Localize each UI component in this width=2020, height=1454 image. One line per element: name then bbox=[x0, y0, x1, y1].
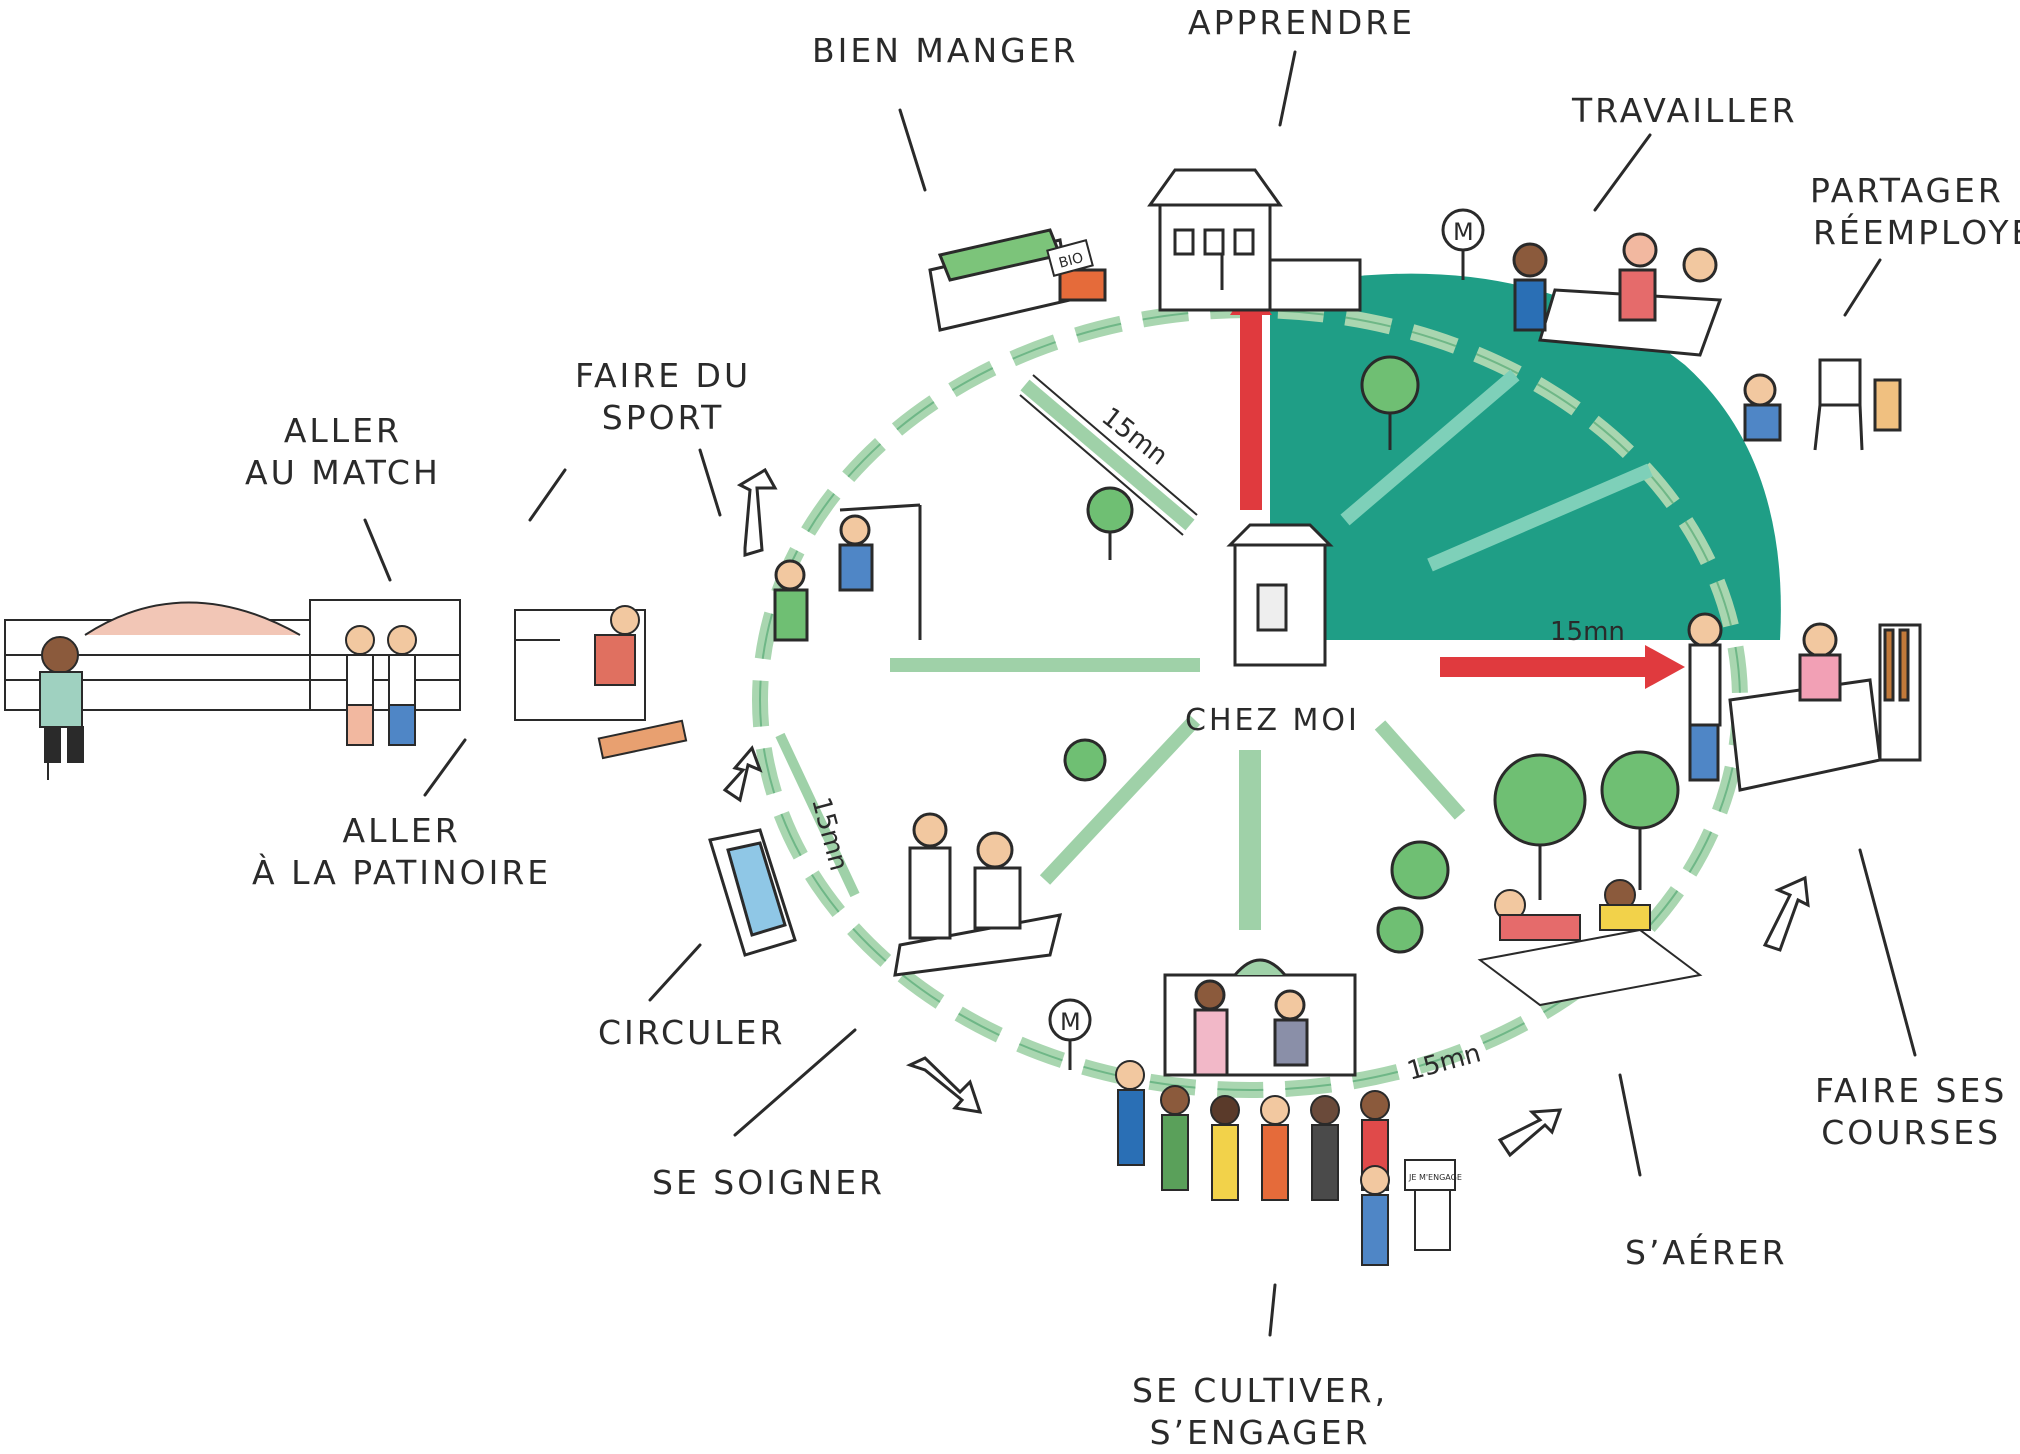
radial-streets bbox=[775, 369, 1653, 930]
label-faire-du-sport-line1: FAIRE DU bbox=[575, 356, 752, 395]
market-stall bbox=[928, 228, 1107, 332]
leader-lines bbox=[363, 50, 1917, 1337]
label-aller-patinoire-line2: À LA PATINOIRE bbox=[252, 853, 552, 892]
bakery-stall bbox=[1687, 612, 1922, 792]
skate-park bbox=[514, 605, 688, 760]
label-faire-ses-courses-line1: FAIRE SES bbox=[1815, 1071, 2008, 1110]
sport-figures bbox=[773, 503, 922, 642]
engage-sign-label: JE M'ENGAGE bbox=[1408, 1173, 1462, 1182]
double-arrows bbox=[722, 467, 1810, 1158]
label-s-aerer: S’AÉRER bbox=[1625, 1232, 1788, 1274]
metro-sign-top bbox=[1441, 208, 1485, 280]
label-se-soigner-line1: SE SOIGNER bbox=[652, 1163, 885, 1202]
metro-sign-top-label: M bbox=[1453, 218, 1474, 246]
label-bien-manger-line1: BIEN MANGER bbox=[812, 31, 1079, 70]
metro-sign-bottom-label: M bbox=[1060, 1008, 1081, 1036]
duration-bottom: 15mn bbox=[1404, 1038, 1484, 1086]
label-faire-du-sport: FAIRE DU SPORT bbox=[575, 355, 751, 439]
red-arrow-right bbox=[1440, 645, 1685, 689]
chez-moi-label: CHEZ MOI bbox=[1185, 703, 1360, 738]
label-travailler-line1: TRAVAILLER bbox=[1572, 91, 1798, 130]
label-faire-ses-courses: FAIRE SES COURSES bbox=[1815, 1070, 2007, 1154]
bio-sign bbox=[1046, 239, 1094, 277]
duration-left: 15mn bbox=[805, 794, 853, 874]
label-partager-line2: RÉEMPLOYER bbox=[1813, 213, 2020, 252]
kids bbox=[345, 625, 417, 746]
crowd bbox=[1115, 1060, 1390, 1266]
bike-lane-strip bbox=[708, 828, 797, 957]
label-partager-line1: PARTAGER ET bbox=[1810, 171, 2020, 210]
label-aller-au-match: ALLER AU MATCH bbox=[245, 410, 441, 494]
label-faire-ses-courses-line2: COURSES bbox=[1821, 1113, 2002, 1152]
label-bien-manger: BIEN MANGER bbox=[812, 30, 1078, 72]
metro-sign-bottom bbox=[1048, 998, 1092, 1070]
label-circuler: CIRCULER bbox=[598, 1012, 785, 1054]
reuse-furniture bbox=[1743, 358, 1902, 451]
label-aller-au-match-line2: AU MATCH bbox=[245, 453, 441, 492]
label-apprendre-line1: APPRENDRE bbox=[1188, 3, 1416, 42]
label-se-cultiver: SE CULTIVER, S’ENGAGER bbox=[1132, 1370, 1388, 1454]
label-s-aerer-line1: S’AÉRER bbox=[1625, 1233, 1788, 1272]
label-circuler-line1: CIRCULER bbox=[598, 1013, 786, 1052]
hockey-player bbox=[39, 636, 84, 780]
engage-ballot-box bbox=[1404, 1159, 1456, 1251]
duration-right: 15mn bbox=[1550, 617, 1625, 647]
bio-sign-label: BIO bbox=[1057, 250, 1085, 272]
park-trees bbox=[1063, 355, 1680, 954]
label-aller-patinoire-line1: ALLER bbox=[342, 811, 461, 850]
picnic-blanket bbox=[1477, 879, 1703, 1007]
coworking-table bbox=[1512, 232, 1723, 357]
label-se-soigner: SE SOIGNER bbox=[652, 1162, 885, 1204]
theatre-stage bbox=[1163, 958, 1357, 1077]
label-partager: PARTAGER ET RÉEMPLOYER bbox=[1810, 170, 2020, 254]
label-apprendre: APPRENDRE bbox=[1188, 2, 1415, 44]
label-aller-patinoire: ALLER À LA PATINOIRE bbox=[252, 810, 551, 894]
chez-moi-house bbox=[1226, 523, 1334, 667]
label-se-cultiver-line1: SE CULTIVER, bbox=[1132, 1371, 1389, 1410]
street-outlines bbox=[1019, 374, 1198, 536]
label-faire-du-sport-line2: SPORT bbox=[601, 398, 725, 437]
label-travailler: TRAVAILLER bbox=[1572, 90, 1798, 132]
label-aller-au-match-line1: ALLER bbox=[283, 411, 402, 450]
doctor-office bbox=[893, 812, 1063, 977]
label-se-cultiver-line2: S’ENGAGER bbox=[1149, 1413, 1371, 1452]
school-building bbox=[1147, 168, 1362, 312]
